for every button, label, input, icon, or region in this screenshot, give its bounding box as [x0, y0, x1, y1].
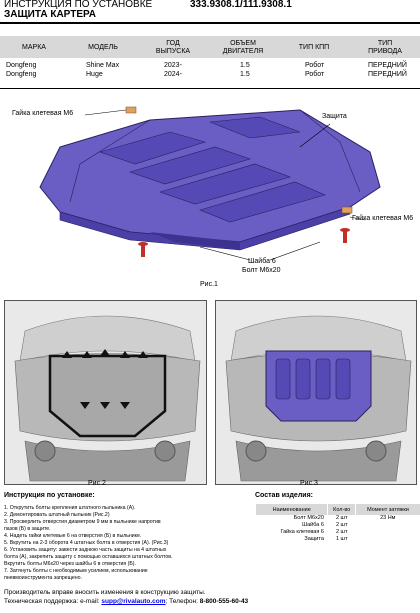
- table-row: Шайба 6 2 шт: [302, 522, 348, 528]
- label-bolt: Болт М6х20: [242, 267, 281, 274]
- header-divider: [0, 22, 420, 24]
- composition-section: Состав изделия: Наименование Кол-во Моме…: [254, 491, 420, 543]
- product-code: 333.9308.1/111.9308.1: [190, 0, 292, 10]
- footer-disclaimer: Производитель вправе вносить изменения в…: [4, 589, 206, 596]
- row1-engine: 1.5: [240, 62, 250, 69]
- col-drive: ТИП ПРИВОДА: [368, 40, 402, 55]
- figure1-shield-drawing: [39, 106, 381, 261]
- support-phone: 8-800-555-60-43: [199, 598, 249, 605]
- row2-brand: Dongfeng: [6, 71, 37, 78]
- installation-instructions: Инструкция по установке: 1. Открутить бо…: [4, 491, 239, 582]
- title-line1: ИНСТРУКЦИЯ ПО УСТАНОВКЕ: [4, 0, 153, 10]
- support-email-link[interactable]: supp@rivalauto.com: [101, 598, 166, 605]
- row2-gearbox: Робот: [305, 71, 325, 78]
- row2-engine: 1.5: [240, 71, 250, 78]
- figure2-underbody-drawing: [14, 315, 201, 482]
- instruction-line: 7. Затянуть болты с необходимым усилием,…: [4, 568, 148, 574]
- row1-brand: Dongfeng: [6, 62, 37, 69]
- label-nut-left: Гайка клетевая М6: [12, 110, 74, 117]
- instruction-line: болта (А), закрепить защиту с помощью ос…: [4, 554, 173, 560]
- spec-table-bottom-border: [0, 88, 420, 89]
- row1-drive: ПЕРЕДНИЙ: [368, 62, 407, 69]
- instructions-heading: Инструкция по установке:: [4, 492, 95, 499]
- col-gearbox: ТИП КПП: [298, 44, 330, 51]
- instruction-line: 2. Демонтировать штатный пыльник (Рис.2): [4, 512, 110, 518]
- instruction-line: 5. Вкрутить на 2-3 оборота 4 штатных бол…: [4, 540, 169, 546]
- col-brand: МАРКА: [22, 44, 46, 51]
- cage-nut-left: [125, 106, 137, 114]
- row1-model: Shine Max: [86, 62, 120, 69]
- instruction-line: 6. Установить защиту: завести заднюю час…: [4, 547, 167, 553]
- instruction-line: 3. Просверлить отверстия диаметром 9 мм …: [4, 519, 161, 525]
- figure3-caption: Рис.3: [300, 480, 318, 487]
- spec-table-header: МАРКА МОДЕЛЬ ГОД ВЫПУСКА ОБЪЕМ ДВИГАТЕЛЯ…: [0, 36, 420, 58]
- col-year: ГОД ВЫПУСКА: [155, 40, 191, 55]
- footer: Производитель вправе вносить изменения в…: [4, 588, 248, 606]
- table-row: Гайка клетевая 6 2 шт: [280, 529, 348, 535]
- col-torque: Момент затяжки: [355, 504, 420, 515]
- header-title: ИНСТРУКЦИЯ ПО УСТАНОВКЕ ЗАЩИТА КАРТЕРА: [4, 0, 152, 20]
- instruction-line: 1. Открутить болты крепления штатного пы…: [4, 505, 136, 511]
- row2-model: Huge: [86, 71, 103, 78]
- col-engine: ОБЪЕМ ДВИГАТЕЛЯ: [222, 40, 264, 55]
- label-nut-right: Гайка клетевая М6: [352, 215, 414, 222]
- figure1-caption: Рис.1: [200, 281, 218, 288]
- instruction-line: 4. Надеть гайки клетевые 6 на отверстия …: [4, 533, 142, 539]
- shield-plate: [39, 109, 381, 251]
- figure2-panel: [4, 300, 207, 485]
- stock-splash-guard: [48, 354, 167, 438]
- col-qty: Кол-во: [327, 504, 356, 515]
- instruction-line: пневмоинструмента запрещено.: [4, 575, 82, 581]
- title-line2: ЗАЩИТА КАРТЕРА: [4, 9, 96, 20]
- composition-table: Наименование Кол-во Момент затяжки Болт …: [254, 504, 420, 543]
- figure2-caption: Рис.2: [88, 480, 106, 487]
- row2-drive: ПЕРЕДНИЙ: [368, 71, 407, 78]
- row1-gearbox: Робот: [305, 62, 325, 69]
- row1-year: 2023-: [164, 62, 182, 69]
- figure3-panel: [215, 300, 417, 485]
- col-name: Наименование: [254, 504, 328, 515]
- table-row: Защита 1 шт: [304, 536, 348, 542]
- figure3-underbody-drawing: [225, 315, 412, 482]
- instruction-line: Вкрутить болты М6х20 через шайбы 6 в отв…: [4, 561, 136, 567]
- col-model: МОДЕЛЬ: [88, 44, 118, 51]
- bolt-left: [138, 242, 148, 257]
- leader-lines: [84, 109, 366, 261]
- composition-heading: Состав изделия:: [255, 492, 313, 499]
- instruction-line: пазов (Б) в защите.: [4, 526, 51, 532]
- spec-table-header-bg: [0, 36, 420, 58]
- bolt-right: [340, 228, 350, 243]
- cage-nut-right: [341, 206, 353, 214]
- footer-support: Техническая поддержка: e-mail: supp@riva…: [4, 598, 249, 605]
- label-shield: Защита: [322, 113, 347, 120]
- row2-year: 2024-: [164, 71, 182, 78]
- label-washer: Шайба 6: [248, 258, 276, 265]
- table-row: Болт М6х20 2 шт 23 Нм: [293, 515, 396, 521]
